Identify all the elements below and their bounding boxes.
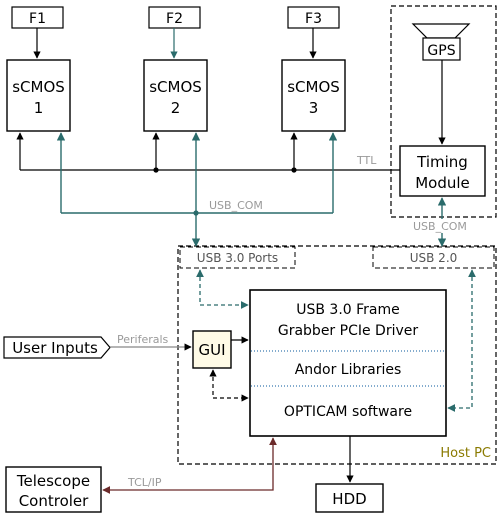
- hdd-label: HDD: [332, 490, 366, 508]
- gui-label: GUI: [198, 341, 225, 359]
- camera-label: sCMOS: [12, 78, 65, 96]
- andor-label: Andor Libraries: [295, 362, 402, 378]
- periferals-label: Periferals: [117, 333, 169, 346]
- usb-com-timing-label: USB_COM: [413, 220, 467, 233]
- telescope-label-2: Controler: [19, 492, 89, 510]
- ttl-label: TTL: [356, 154, 377, 167]
- usb-com-label: USB_COM: [209, 199, 263, 212]
- gps-label: GPS: [427, 43, 455, 59]
- ttl-bus: [16, 132, 400, 173]
- user-inputs-label: User Inputs: [12, 339, 98, 357]
- filter-f1: F1: [11, 6, 64, 29]
- host-pc-container: [177, 245, 497, 465]
- filter-label: F1: [29, 11, 46, 27]
- camera-label: sCMOS: [287, 78, 340, 96]
- camera-3: sCMOS 3: [281, 59, 346, 132]
- grabber-label-2: Grabber PCIe Driver: [278, 323, 419, 339]
- usb3-ports-box: USB 3.0 Ports: [179, 246, 296, 269]
- telescope-label-1: Telescope: [16, 472, 90, 490]
- link-usb3-grabber: [196, 269, 249, 309]
- gui-box: GUI: [192, 330, 232, 369]
- timing-module: Timing Module: [399, 145, 486, 197]
- link-gui-opticam: [209, 369, 249, 402]
- filter-label: F2: [166, 11, 183, 27]
- gps-icon: GPS: [411, 23, 471, 61]
- link-usb2-opticam: [447, 269, 476, 412]
- filter-f2: F2: [148, 6, 201, 29]
- filter-label: F3: [305, 11, 322, 27]
- opticam-label: OPTICAM software: [284, 404, 412, 420]
- camera-number: 1: [34, 99, 44, 117]
- user-inputs: User Inputs: [3, 336, 111, 359]
- camera-number: 2: [171, 99, 181, 117]
- telescope-controller: Telescope Controler: [5, 466, 102, 513]
- filter-f3: F3: [287, 6, 340, 29]
- timing-label-2: Module: [415, 174, 470, 192]
- software-stack: USB 3.0 Frame Grabber PCIe Driver Andor …: [249, 289, 447, 437]
- usb2-label: USB 2.0: [410, 251, 458, 265]
- hdd-box: HDD: [315, 483, 384, 513]
- timing-label-1: Timing: [416, 153, 468, 171]
- camera-label: sCMOS: [149, 78, 202, 96]
- camera-2: sCMOS 2: [143, 59, 208, 132]
- link-telescope-opticam: [102, 437, 277, 494]
- tcl-ip-label: TCL/IP: [127, 476, 162, 489]
- camera-number: 3: [309, 99, 319, 117]
- grabber-label-1: USB 3.0 Frame: [296, 302, 400, 318]
- usb-com-bus: [56, 132, 338, 247]
- host-pc-label: Host PC: [440, 446, 491, 461]
- usb2-box: USB 2.0: [372, 246, 495, 269]
- camera-1: sCMOS 1: [6, 59, 71, 132]
- usb3-ports-label: USB 3.0 Ports: [197, 251, 278, 265]
